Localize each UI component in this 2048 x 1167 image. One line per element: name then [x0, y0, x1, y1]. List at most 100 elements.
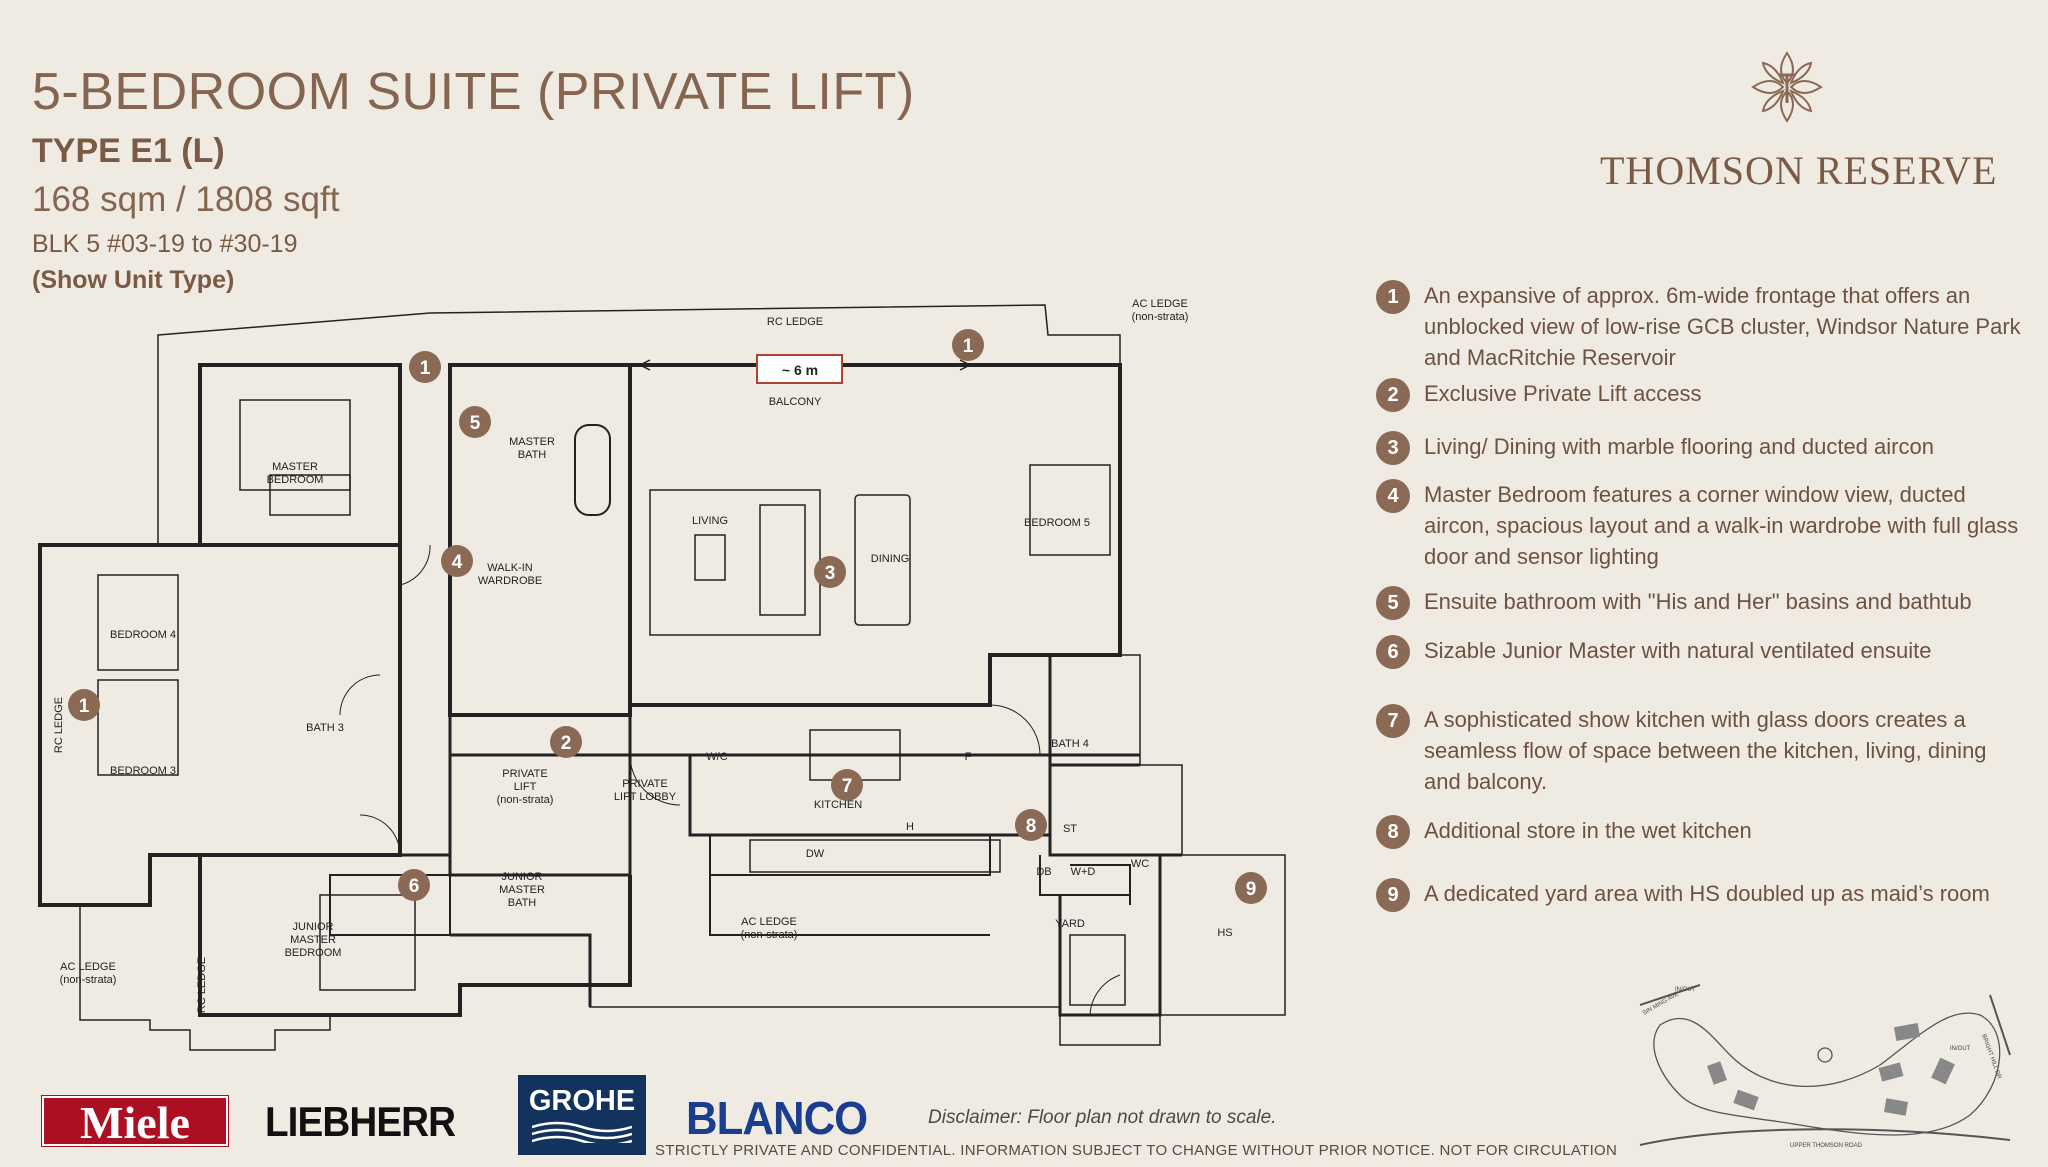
label-fridge: F	[965, 751, 972, 763]
label-wc: WC	[1131, 858, 1149, 870]
feature-number: 3	[1376, 431, 1410, 465]
svg-text:4: 4	[452, 552, 463, 573]
label-ac-ledge-top-1: AC LEDGE	[1132, 298, 1188, 310]
feature-text: Exclusive Private Lift access	[1424, 381, 1702, 406]
feature-text: A dedicated yard area with HS doubled up…	[1424, 881, 1990, 906]
svg-text:8: 8	[1026, 816, 1037, 837]
feature-text: Sizable Junior Master with natural venti…	[1424, 638, 1932, 663]
svg-text:2: 2	[561, 733, 572, 754]
floor-plan: RC LEDGE AC LEDGE (non-strata) BALCONY M…	[38, 298, 1286, 1051]
label-bath4: BATH 4	[1051, 738, 1089, 750]
label-st: ST	[1063, 823, 1077, 835]
label-ac-ledge-bl-2: (non-strata)	[60, 974, 117, 986]
label-rc-ledge-bottom: RC LEDGE	[196, 957, 208, 1013]
feature-number: 1	[1376, 280, 1410, 314]
feature-number: 8	[1376, 815, 1410, 849]
label-dining: DINING	[871, 553, 910, 565]
plan-marker: 1	[952, 329, 984, 361]
liebherr-logo: LIEBHERR	[265, 1098, 456, 1145]
unit-area: 168 sqm / 1808 sqft	[32, 180, 340, 219]
feature-text: Ensuite bathroom with "His and Her" basi…	[1424, 589, 1972, 614]
map-in-out-2: IN/OUT	[1950, 1046, 1971, 1052]
feature-text: An expansive of approx. 6m-wide frontage…	[1424, 283, 2021, 370]
label-living: LIVING	[692, 515, 728, 527]
feature-number: 6	[1376, 635, 1410, 669]
label-private-lift-3: (non-strata)	[497, 794, 554, 806]
label-private-lift-1: PRIVATE	[502, 768, 547, 780]
plan-marker: 8	[1015, 809, 1047, 841]
label-ac-ledge-mid-2: (non-strata)	[741, 929, 798, 941]
label-yard: YARD	[1055, 918, 1085, 930]
show-unit-note: (Show Unit Type)	[32, 266, 235, 294]
svg-text:9: 9	[1246, 879, 1257, 900]
label-balcony: BALCONY	[769, 396, 822, 408]
svg-text:3: 3	[825, 563, 836, 584]
disclaimer: Disclaimer: Floor plan not drawn to scal…	[928, 1107, 1277, 1128]
plan-marker: 3	[814, 556, 846, 588]
label-junior-bath-3: BATH	[508, 897, 537, 909]
plan-marker: 2	[550, 726, 582, 758]
label-bath3: BATH 3	[306, 722, 344, 734]
label-lift-lobby-1: PRIVATE	[622, 778, 667, 790]
label-hob: H	[906, 821, 914, 833]
label-junior-bed-1: JUNIOR	[293, 921, 334, 933]
label-walkin-2: WARDROBE	[478, 575, 542, 587]
feature-text: A sophisticated show kitchen with glass …	[1424, 707, 1987, 794]
confidential-footer: STRICTLY PRIVATE AND CONFIDENTIAL. INFOR…	[655, 1142, 1618, 1159]
svg-text:5: 5	[470, 413, 481, 434]
water-wave-icon	[532, 1121, 632, 1143]
plan-marker: 9	[1235, 872, 1267, 904]
svg-text:1: 1	[420, 358, 431, 379]
block-units: BLK 5 #03-19 to #30-19	[32, 230, 298, 258]
feature-number: 4	[1376, 479, 1410, 513]
svg-text:7: 7	[842, 776, 853, 797]
svg-text:1: 1	[79, 696, 90, 717]
feature-text: Master Bedroom features a corner window …	[1424, 482, 2019, 569]
page-title: 5-BEDROOM SUITE (PRIVATE LIFT)	[32, 63, 915, 121]
plan-marker: 1	[409, 351, 441, 383]
unit-type: TYPE E1 (L)	[32, 132, 225, 170]
label-db: DB	[1036, 866, 1051, 878]
feature-number: 2	[1376, 378, 1410, 412]
label-junior-bed-2: MASTER	[290, 934, 336, 946]
label-wc-kitchen: W/C	[706, 751, 727, 763]
plan-marker: 7	[831, 769, 863, 801]
label-walkin-1: WALK-IN	[487, 562, 532, 574]
label-dw: DW	[806, 848, 825, 860]
label-master-bedroom-2: BEDROOM	[267, 474, 324, 486]
label-rc-ledge-top: RC LEDGE	[767, 316, 823, 328]
label-ac-ledge-top-2: (non-strata)	[1132, 311, 1189, 323]
label-ac-ledge-bl-1: AC LEDGE	[60, 961, 116, 973]
feature-number: 7	[1376, 704, 1410, 738]
feature-text: Additional store in the wet kitchen	[1424, 818, 1752, 843]
plan-marker: 6	[398, 869, 430, 901]
miele-logo: Miele	[41, 1095, 229, 1148]
label-master-bath-1: MASTER	[509, 436, 555, 448]
label-bedroom4: BEDROOM 4	[110, 629, 176, 641]
label-wd: W+D	[1071, 866, 1096, 878]
label-kitchen: KITCHEN	[814, 799, 862, 811]
label-junior-bath-2: MASTER	[499, 884, 545, 896]
location-map: UPPER THOMSON ROAD SIN MING AVE BRIGHT H…	[1639, 984, 2011, 1149]
label-rc-ledge-left: RC LEDGE	[53, 697, 65, 753]
svg-text:1: 1	[963, 336, 974, 357]
blanco-logo: BLANCO	[686, 1092, 868, 1144]
lotus-emblem-icon	[1751, 51, 1823, 123]
map-road-bottom: UPPER THOMSON ROAD	[1790, 1143, 1863, 1149]
label-hs: HS	[1217, 927, 1232, 939]
grohe-logo: GROHE	[518, 1075, 646, 1155]
label-bedroom3: BEDROOM 3	[110, 765, 176, 777]
label-lift-lobby-2: LIFT LOBBY	[614, 791, 677, 803]
feature-number: 5	[1376, 586, 1410, 620]
label-bedroom5: BEDROOM 5	[1024, 517, 1090, 529]
plan-marker: 1	[68, 689, 100, 721]
feature-text: Living/ Dining with marble flooring and …	[1424, 434, 1934, 459]
feature-number: 9	[1376, 878, 1410, 912]
label-ac-ledge-mid-1: AC LEDGE	[741, 916, 797, 928]
map-in-out-1: IN/OUT	[1675, 987, 1696, 993]
label-private-lift-2: LIFT	[514, 781, 537, 793]
plan-marker: 4	[441, 545, 473, 577]
grohe-logo-text: GROHE	[528, 1085, 636, 1117]
plan-marker: 5	[459, 406, 491, 438]
label-master-bedroom-1: MASTER	[272, 461, 318, 473]
